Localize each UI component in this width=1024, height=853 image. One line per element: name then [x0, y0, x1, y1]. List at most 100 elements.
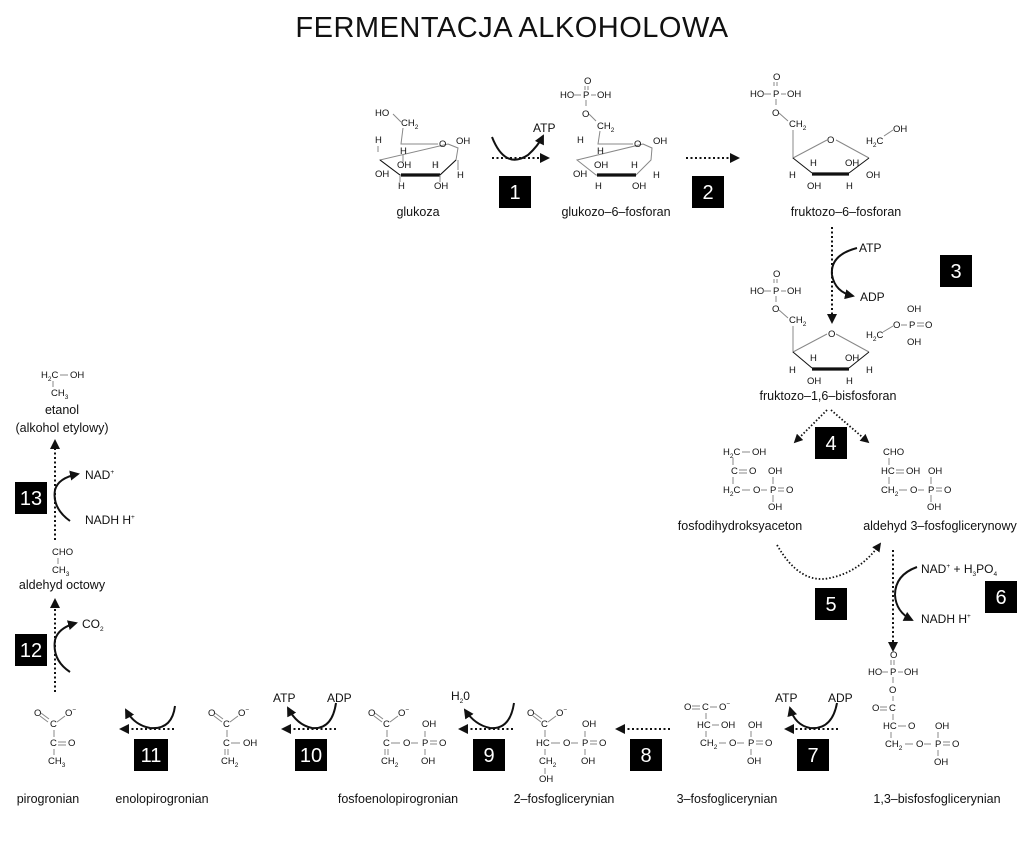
step-3-number: 3	[950, 261, 961, 283]
svg-text:C: C	[702, 702, 709, 713]
svg-text:C: C	[50, 719, 57, 730]
step-7-badge	[797, 739, 829, 771]
svg-text:C: C	[50, 738, 57, 749]
label-glukozo-6-fosforan: glukozo–6–fosforan	[561, 205, 670, 219]
step-5-number: 5	[825, 594, 836, 616]
reagent-nad-h3po4: NAD+ + H3PO4	[921, 562, 997, 578]
label-glukoza: glukoza	[396, 205, 439, 219]
molecule-glukoza: HO CH2 O OH H H OH H OH H H OH	[375, 108, 470, 192]
label-fruktozo-6-fosforan: fruktozo–6–fosforan	[791, 205, 902, 219]
svg-text:OH: OH	[653, 136, 667, 147]
molecule-1-3-bisfosfoglicerynian: O HO P OH O O C HC O OH CH2 O P O OH	[868, 650, 959, 768]
svg-text:O: O	[68, 738, 75, 749]
svg-text:O: O	[872, 703, 879, 714]
reagent-atp: ATP	[273, 691, 295, 705]
svg-text:O: O	[749, 466, 756, 477]
step-11-badge	[134, 739, 168, 771]
svg-text:OH: OH	[934, 757, 948, 768]
svg-text:H: H	[631, 160, 638, 171]
step-5-badge	[815, 588, 847, 620]
step-2-number: 2	[702, 182, 713, 204]
svg-text:CH2: CH2	[401, 118, 419, 131]
step-9-number: 9	[483, 745, 494, 767]
reaction-arrow-9: H20	[451, 689, 515, 734]
svg-text:O: O	[208, 708, 215, 719]
svg-text:P: P	[890, 667, 896, 678]
molecule-3-fosfoglicerynian: O C O− HC OH OH CH2 O P O OH	[684, 701, 772, 767]
svg-text:O: O	[889, 685, 896, 696]
svg-text:O: O	[34, 708, 41, 719]
step-10-badge	[295, 739, 327, 771]
svg-text:P: P	[770, 485, 776, 496]
reagent-nadh: NADH H+	[921, 612, 971, 626]
svg-text:P: P	[748, 738, 754, 749]
svg-text:O: O	[368, 708, 375, 719]
label-fosfodihydroksyaceton: fosfodihydroksyaceton	[678, 519, 802, 533]
molecule-enolopirogronian: O C O− C OH CH2	[208, 707, 257, 769]
svg-text:O: O	[753, 485, 760, 496]
reagent-atp: ATP	[533, 121, 555, 135]
label-enolopirogronian: enolopirogronian	[115, 792, 208, 806]
svg-text:H: H	[375, 135, 382, 146]
svg-text:O: O	[893, 320, 900, 331]
svg-text:H: H	[400, 146, 407, 157]
svg-text:HC: HC	[536, 738, 550, 749]
svg-text:CH2: CH2	[381, 756, 399, 769]
svg-text:H2C: H2C	[723, 485, 741, 498]
svg-text:OH: OH	[434, 181, 448, 192]
svg-text:H: H	[866, 365, 873, 376]
svg-text:O−: O−	[556, 707, 567, 719]
svg-text:OH: OH	[807, 376, 821, 387]
svg-text:OH: OH	[768, 502, 782, 513]
svg-text:H: H	[457, 170, 464, 181]
svg-text:C: C	[383, 719, 390, 730]
svg-text:OH: OH	[539, 774, 553, 785]
label-pirogronian: pirogronian	[17, 792, 80, 806]
svg-text:OH: OH	[594, 160, 608, 171]
step-13-number: 13	[20, 488, 42, 510]
svg-text:OH: OH	[70, 370, 84, 381]
step-3-badge	[940, 255, 972, 287]
svg-text:OH: OH	[397, 160, 411, 171]
molecule-aldehyd-3-fosfoglicerynowy: CHO HC OH OH CH2 O P O OH	[881, 447, 951, 513]
svg-text:OH: OH	[752, 447, 766, 458]
svg-text:CH2: CH2	[885, 739, 903, 752]
svg-text:CH3: CH3	[52, 565, 70, 578]
svg-text:O: O	[952, 739, 959, 750]
svg-text:OH: OH	[632, 181, 646, 192]
svg-text:CH3: CH3	[51, 388, 69, 401]
svg-text:O−: O−	[398, 707, 409, 719]
svg-text:H: H	[789, 170, 796, 181]
reagent-adp: ADP	[828, 691, 853, 705]
svg-text:H: H	[846, 376, 853, 387]
svg-text:H: H	[810, 158, 817, 169]
svg-text:OH: OH	[768, 466, 782, 477]
svg-text:OH: OH	[845, 353, 859, 364]
step-6-number: 6	[995, 587, 1006, 609]
svg-text:P: P	[773, 286, 779, 297]
reagent-adp: ADP	[860, 290, 885, 304]
molecule-fosfodihydroksyaceton: H2C OH C O OH H2C O P O OH	[723, 447, 793, 513]
svg-text:CHO: CHO	[883, 447, 904, 458]
svg-text:OH: OH	[573, 169, 587, 180]
molecule-glukozo-6-fosforan: O HO P OH O CH2 O OH H H OH H OH H H OH	[560, 76, 667, 192]
label-alkohol-etylowy: (alkohol etylowy)	[15, 421, 108, 435]
reaction-arrow-3: ATP ADP	[827, 227, 885, 324]
svg-text:OH: OH	[906, 466, 920, 477]
step-2-badge	[692, 176, 724, 208]
reagent-atp: ATP	[859, 241, 881, 255]
svg-text:C: C	[731, 466, 738, 477]
reagent-co2: CO2	[82, 617, 104, 633]
svg-text:O: O	[890, 650, 897, 661]
reaction-arrow-5	[776, 542, 882, 580]
svg-text:O: O	[684, 702, 691, 713]
svg-text:O: O	[916, 739, 923, 750]
svg-text:OH: OH	[927, 502, 941, 513]
svg-text:OH: OH	[807, 181, 821, 192]
svg-text:O: O	[925, 320, 932, 331]
reaction-arrow-11	[119, 705, 176, 734]
svg-text:CH2: CH2	[597, 121, 615, 134]
label-1-3-bisfosfoglicerynian: 1,3–bisfosfoglicerynian	[873, 792, 1000, 806]
svg-text:O: O	[772, 304, 779, 315]
